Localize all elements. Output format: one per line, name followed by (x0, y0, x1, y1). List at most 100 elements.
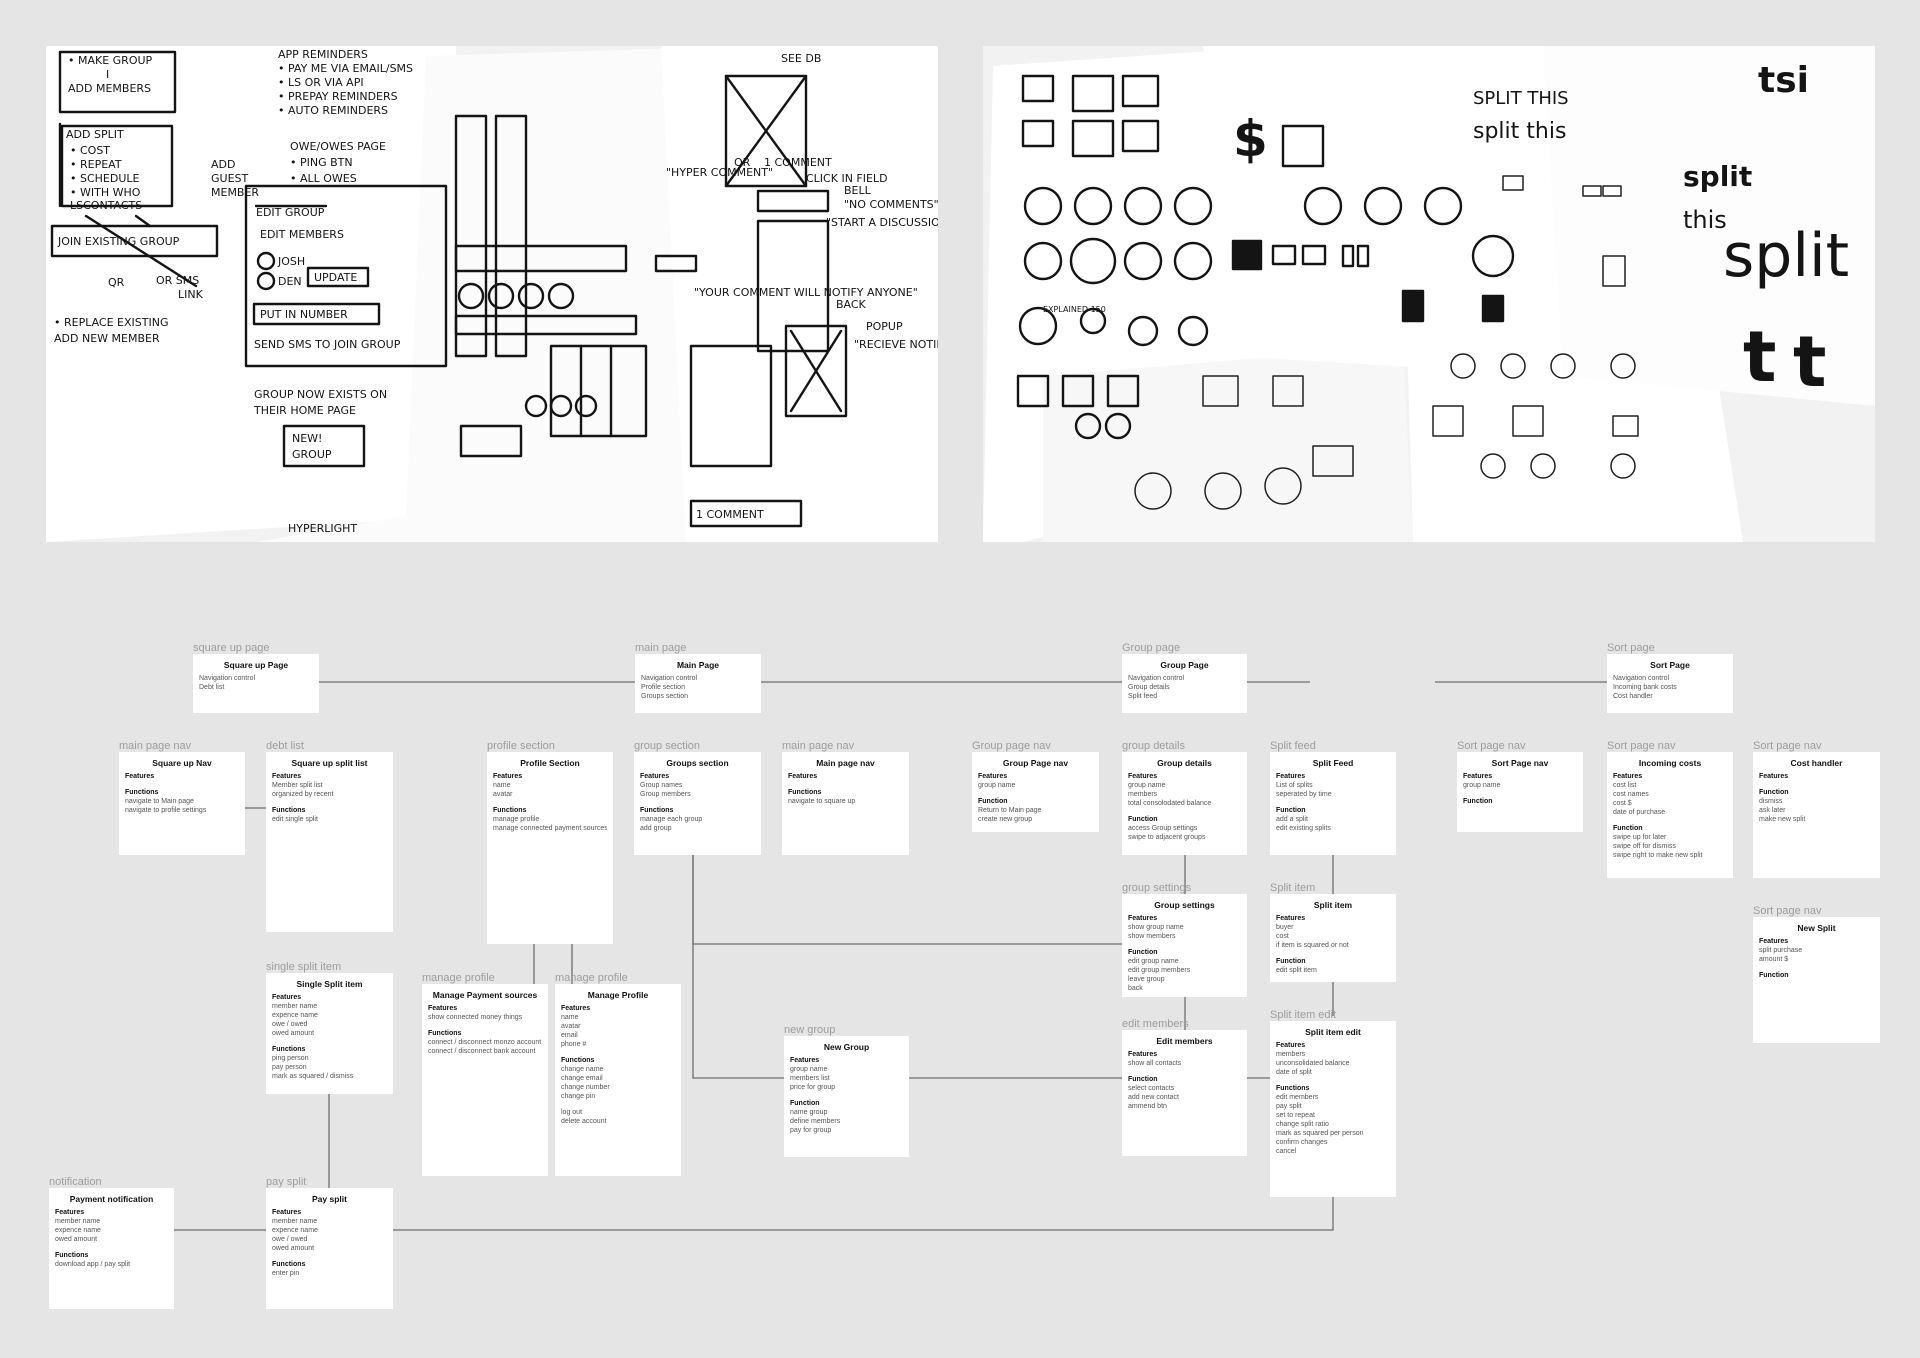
section-item: define members (790, 1118, 841, 1125)
note: • LS OR VIA API (278, 76, 364, 89)
brand-lettering: split (1723, 221, 1849, 291)
section-item: confirm changes (1276, 1139, 1328, 1146)
section-item: add new contact (1128, 1094, 1179, 1101)
node-square-up-page[interactable]: square up page Square up Page Navigation… (193, 643, 319, 713)
section-heading: Features (125, 773, 155, 780)
node-label: new group (784, 1024, 836, 1036)
section-item: owe / owed (272, 1021, 308, 1028)
node-title: Profile Section (520, 758, 580, 768)
node-group-page[interactable]: Group page Group Page Navigation control… (1122, 643, 1247, 713)
node-title: Cost handler (1790, 758, 1843, 768)
node-label: group settings (1122, 882, 1192, 894)
section-heading: Function (1463, 798, 1493, 805)
section-item: List of splits (1276, 782, 1313, 789)
node-title: Payment notification (69, 1194, 154, 1204)
section-item: change pin (561, 1093, 596, 1100)
section-item: phone # (561, 1041, 587, 1048)
node-main-page[interactable]: main page Main Page Navigation control P… (635, 643, 761, 713)
section-item: organized by recent (272, 791, 334, 798)
node-title: New Split (1797, 923, 1836, 933)
node-label: group section (634, 740, 701, 752)
section-item: pay for group (790, 1127, 832, 1134)
note: QR (108, 276, 125, 289)
node-label: Group page nav (972, 740, 1051, 752)
section-heading: Function (1128, 816, 1158, 823)
node-line: Cost handler (1613, 693, 1653, 700)
note: "RECIEVE NOTIFICATIONS WHEN ANYONE COMME… (854, 338, 938, 351)
section-heading: Features (1128, 773, 1158, 780)
note: "NO COMMENTS" (844, 198, 938, 211)
section-item: group name (978, 782, 1016, 789)
node-title: Single Split item (296, 979, 363, 989)
node-card: Sort Page Navigation control Incoming ba… (1607, 654, 1733, 713)
section-heading: Features (1759, 938, 1789, 945)
section-item: date of purchase (1613, 809, 1666, 816)
node-section: Function (1463, 797, 1577, 806)
section-item: group name (1128, 782, 1166, 789)
section-heading: Function (1759, 972, 1789, 979)
note: THEIR HOME PAGE (253, 404, 356, 417)
node-line: Split feed (1128, 693, 1158, 700)
section-heading: Function (1276, 958, 1306, 965)
node-sort-page[interactable]: Sort page Sort Page Navigation control I… (1607, 643, 1733, 713)
section-item: seperated by time (1276, 791, 1332, 798)
node-title: Main Page (676, 660, 720, 670)
section-item: avatar (561, 1023, 581, 1030)
section-item: Member split list (272, 782, 323, 789)
wireframe-sketches-drawing: • MAKE GROUP I ADD MEMBERS APP REMINDERS… (46, 46, 938, 542)
section-heading: Features (1463, 773, 1493, 780)
node-title: Sort Page nav (1491, 758, 1549, 768)
handwritten-notes: • MAKE GROUP I ADD MEMBERS APP REMINDERS… (54, 48, 938, 535)
section-item: manage connected payment sources (493, 825, 607, 832)
node-line: Navigation control (641, 675, 698, 682)
section-item: delete account (561, 1118, 607, 1125)
note: JOIN EXISTING GROUP (57, 235, 180, 248)
section-item: swipe to adjacent groups (1128, 834, 1206, 841)
node-label: manage profile (422, 972, 495, 984)
note: "HYPER COMMENT" (666, 166, 773, 179)
section-item: edit single split (272, 816, 318, 823)
section-item: member name (272, 1003, 318, 1010)
node-label: main page nav (119, 740, 192, 752)
section-heading: Features (1276, 1042, 1306, 1049)
note: OR (734, 156, 751, 169)
brand-lettering: this (1683, 206, 1727, 234)
